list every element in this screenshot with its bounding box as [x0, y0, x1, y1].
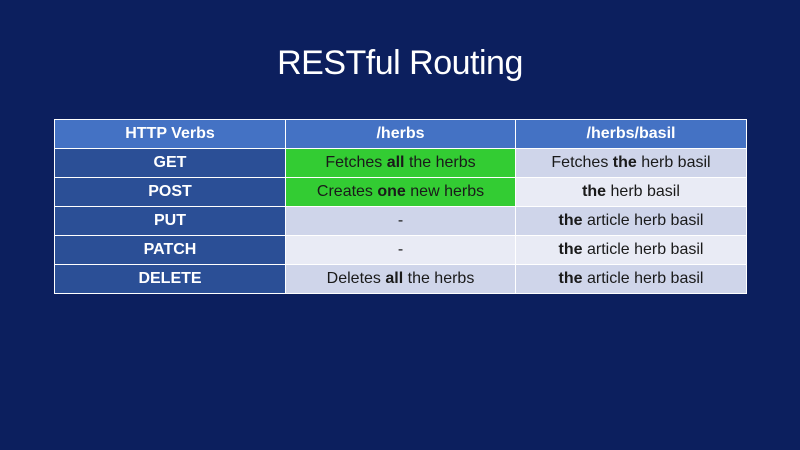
table-row: DELETE Deletes all the herbs the article…: [54, 264, 747, 294]
verb-cell: PATCH: [54, 235, 286, 265]
basil-cell: Fetches the herb basil: [515, 148, 747, 178]
herbs-cell: -: [285, 206, 516, 236]
basil-cell: the herb basil: [515, 177, 747, 207]
herbs-cell: Deletes all the herbs: [285, 264, 516, 294]
restful-routes-table: HTTP Verbs /herbs /herbs/basil GET Fetch…: [54, 119, 747, 294]
table-row: POST Creates one new herbs the herb basi…: [54, 177, 747, 207]
verb-cell: GET: [54, 148, 286, 178]
basil-cell: the article herb basil: [515, 206, 747, 236]
header-herbs-basil: /herbs/basil: [515, 119, 747, 149]
header-herbs: /herbs: [285, 119, 516, 149]
table-header-row: HTTP Verbs /herbs /herbs/basil: [54, 119, 747, 149]
basil-cell: the article herb basil: [515, 235, 747, 265]
herbs-cell: -: [285, 235, 516, 265]
table-row: PATCH - the article herb basil: [54, 235, 747, 265]
verb-cell: POST: [54, 177, 286, 207]
table-row: GET Fetches all the herbs Fetches the he…: [54, 148, 747, 178]
table-row: PUT - the article herb basil: [54, 206, 747, 236]
herbs-cell: Fetches all the herbs: [285, 148, 516, 178]
verb-cell: DELETE: [54, 264, 286, 294]
basil-cell: the article herb basil: [515, 264, 747, 294]
herbs-cell: Creates one new herbs: [285, 177, 516, 207]
verb-cell: PUT: [54, 206, 286, 236]
header-http-verbs: HTTP Verbs: [54, 119, 286, 149]
slide-title: RESTful Routing: [277, 44, 523, 82]
